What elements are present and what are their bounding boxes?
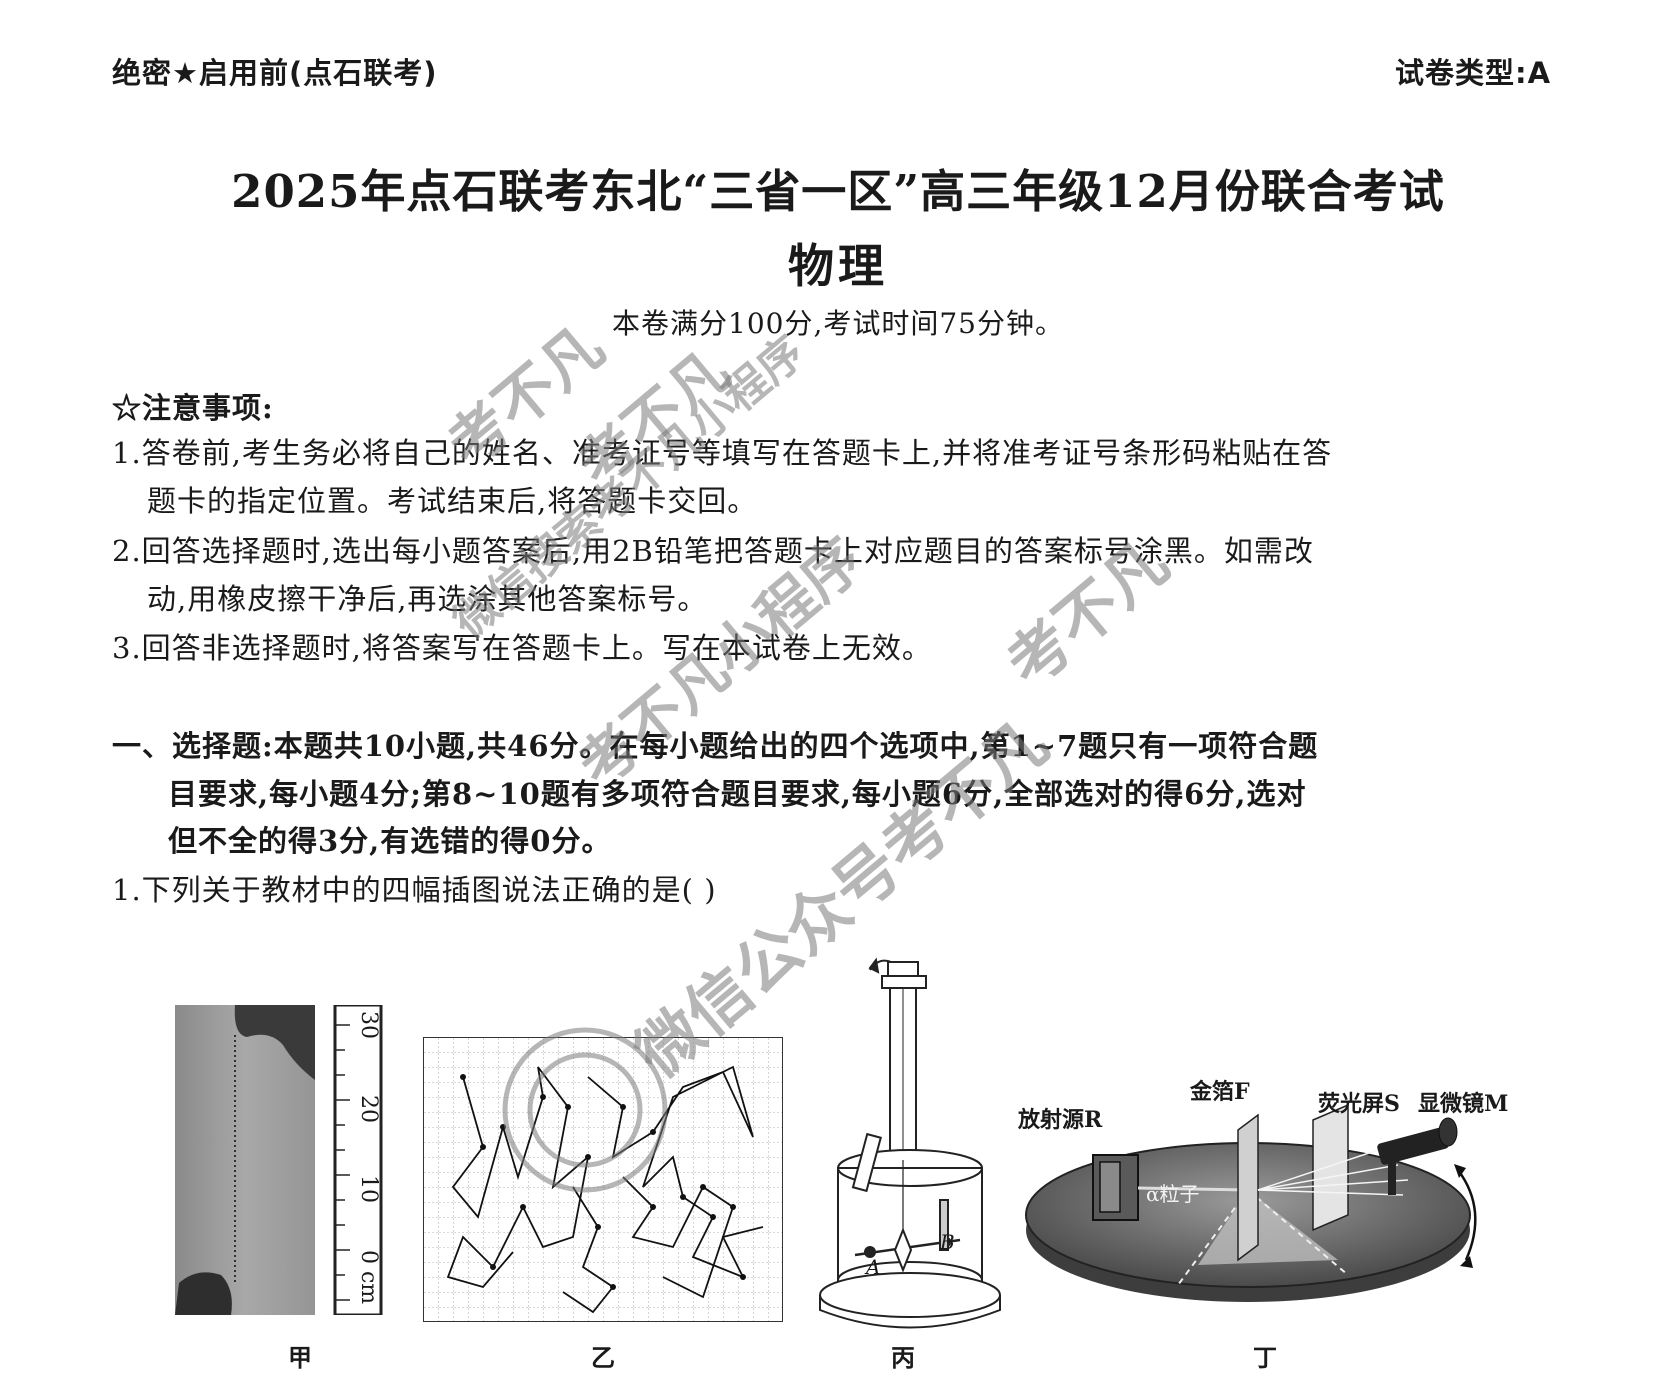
bing-label-b: B	[940, 1230, 955, 1254]
notice-heading: ☆注意事项:	[112, 391, 274, 425]
figure-yi-image	[422, 1036, 784, 1323]
figure-bing-caption: 丙	[891, 1343, 915, 1372]
figure-bing-image	[819, 957, 1001, 1329]
figure-ding-image	[1025, 1103, 1477, 1302]
exam-subject: 物理	[788, 239, 888, 293]
ruler-label-20: 20	[356, 1095, 381, 1123]
figure-jia-image	[175, 1003, 383, 1317]
label-alpha-particle: α粒子	[1146, 1182, 1200, 1206]
notice-item-1-line-2: 题卡的指定位置。考试结束后,将答题卡交回。	[147, 484, 758, 518]
ruler-label-10: 10	[356, 1175, 381, 1203]
notice-item-2-line-1: 2.回答选择题时,选出每小题答案后,用2B铅笔把答题卡上对应题目的答案标号涂黑。…	[112, 534, 1314, 568]
figure-jia-caption: 甲	[288, 1343, 312, 1372]
notice-item-1-line-1: 1.答卷前,考生务必将自己的姓名、准考证号等填写在答题卡上,并将准考证号条形码粘…	[112, 436, 1333, 470]
header-right: 试卷类型:A	[1395, 56, 1552, 90]
label-gold-foil: 金箔F	[1190, 1079, 1250, 1105]
label-radiation-source: 放射源R	[1018, 1107, 1103, 1133]
figure-bing: B A	[810, 950, 1005, 1335]
figure-ding-caption: 丁	[1253, 1343, 1277, 1372]
exam-title: 2025年点石联考东北“三省一区”高三年级12月份联合考试	[231, 165, 1445, 218]
label-microscope: 显微镜M	[1418, 1091, 1509, 1117]
bing-label-a: A	[866, 1255, 881, 1279]
question-1: 1.下列关于教材中的四幅插图说法正确的是( )	[112, 873, 717, 907]
ruler-label-0cm: 0 cm	[356, 1250, 381, 1305]
watermark-text-2: 考不凡	[565, 337, 742, 501]
figure-ding: 放射源R 金箔F 荧光屏S 显微镜M α粒子	[1018, 1060, 1518, 1325]
ruler-label-30: 30	[356, 1011, 381, 1039]
section1-line-2: 目要求,每小题4分;第8~10题有多项符合题目要求,每小题6分,全部选对的得6分…	[168, 777, 1307, 811]
notice-item-2-line-2: 动,用橡皮擦干净后,再选涂其他答案标号。	[147, 582, 708, 616]
figure-yi-caption: 乙	[591, 1343, 615, 1372]
label-fluorescent-screen: 荧光屏S	[1318, 1091, 1400, 1117]
figure-jia: 30 20 10 0 cm	[175, 1003, 387, 1317]
header-left: 绝密★启用前(点石联考)	[112, 56, 438, 90]
figure-yi	[422, 1036, 784, 1323]
notice-item-3-line-1: 3.回答非选择题时,将答案写在答题卡上。写在本试卷上无效。	[112, 631, 932, 665]
score-info: 本卷满分100分,考试时间75分钟。	[612, 307, 1064, 340]
section1-line-1: 一、选择题:本题共10小题,共46分。在每小题给出的四个选项中,第1~7题只有一…	[112, 729, 1319, 763]
section1-line-3: 但不全的得3分,有选错的得0分。	[168, 824, 612, 858]
